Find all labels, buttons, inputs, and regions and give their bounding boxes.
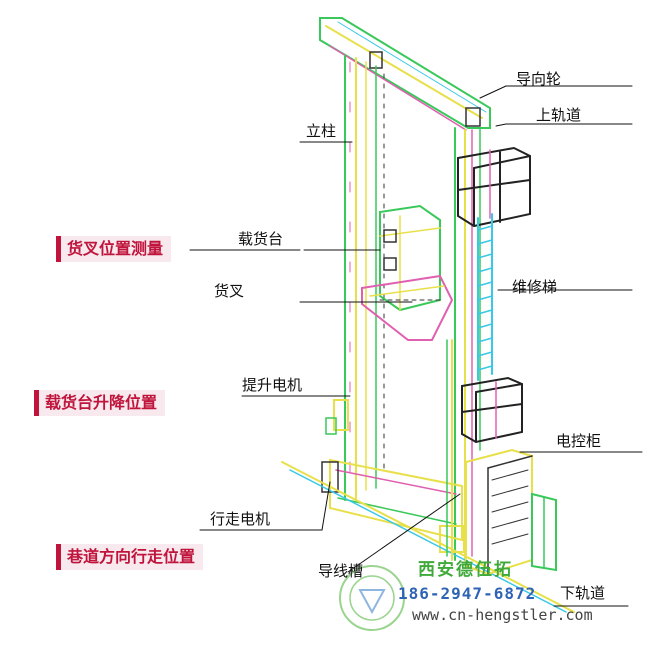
label-column: 立柱 [306,122,337,140]
watermark-url: www.cn-hengstler.com [412,606,593,624]
callout-carrier-position: 载货台升降位置 [34,390,166,416]
watermark-logo [339,565,405,631]
label-travel-motor: 行走电机 [210,510,271,528]
label-fork: 货叉 [214,282,245,300]
label-carrier: 载货台 [238,230,284,248]
watermark-phone: 186-2947-6872 [398,584,537,603]
control-cabinet [465,448,533,576]
cable-slot [446,339,453,561]
lower-cage [461,376,523,444]
upper-cage [457,146,531,228]
label-cable-slot: 导线槽 [318,562,364,580]
label-lower-rail: 下轨道 [560,584,606,602]
carrier-platform [361,204,454,341]
left-column [344,55,385,501]
callout-fork-position: 货叉位置测量 [56,236,172,262]
label-upper-rail: 上轨道 [536,106,582,124]
lift-motor [325,399,349,435]
callout-aisle-position: 巷道方向行走位置 [56,544,204,570]
watermark-company-name: 西安德伍拓 [418,560,513,580]
label-lift-motor: 提升电机 [242,376,303,394]
label-guide-wheel: 导向轮 [516,70,562,88]
label-ladder: 维修梯 [512,278,558,296]
leader-lines [189,85,643,607]
maintenance-ladder [477,213,493,381]
access-frame [531,492,557,572]
label-control-cabinet: 电控柜 [556,432,602,450]
lower-rail-track [281,461,575,613]
